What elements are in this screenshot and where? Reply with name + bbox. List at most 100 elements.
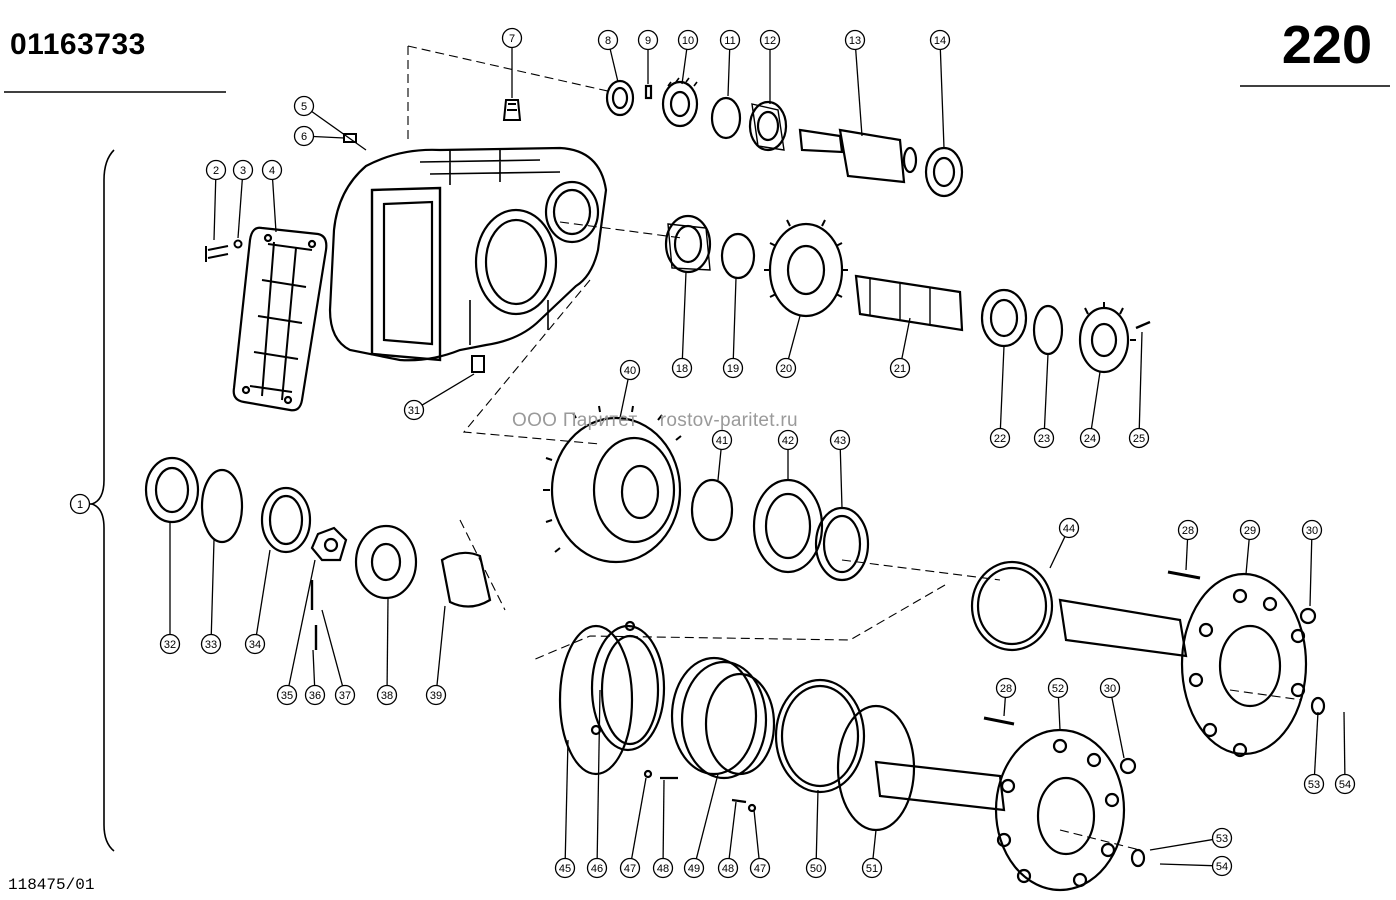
callout-number: 39 bbox=[430, 690, 442, 702]
callout-leader bbox=[631, 777, 647, 859]
callout-number: 31 bbox=[408, 405, 420, 417]
callout-circle bbox=[652, 857, 674, 879]
callout-24: 24 bbox=[1079, 371, 1101, 449]
callout-45: 45 bbox=[554, 739, 576, 879]
callout-40: 40 bbox=[619, 359, 641, 419]
callout-circle bbox=[1177, 519, 1199, 541]
callout-number: 14 bbox=[934, 35, 946, 47]
callout-number: 51 bbox=[866, 863, 878, 875]
callout-54: 54 bbox=[1334, 711, 1356, 795]
page-number: 220 bbox=[1281, 15, 1372, 75]
callout-number: 47 bbox=[624, 863, 636, 875]
callout-43: 43 bbox=[829, 429, 851, 509]
callout-35: 35 bbox=[276, 559, 316, 706]
callout-number: 7 bbox=[509, 33, 515, 45]
callout-circle bbox=[777, 429, 799, 451]
callout-34: 34 bbox=[244, 549, 271, 655]
gear-housing bbox=[328, 146, 608, 362]
callout-7: 7 bbox=[501, 27, 523, 98]
callout-number: 38 bbox=[381, 690, 393, 702]
callout-leader bbox=[1245, 539, 1250, 575]
callout-circle bbox=[637, 29, 659, 51]
callout-47: 47 bbox=[619, 777, 647, 879]
callout-circle bbox=[1303, 773, 1325, 795]
callout-leader bbox=[787, 315, 801, 359]
callout-leader bbox=[839, 449, 843, 509]
callout-number: 34 bbox=[249, 639, 261, 651]
callout-47: 47 bbox=[749, 809, 771, 879]
callout-number: 52 bbox=[1052, 683, 1064, 695]
callout-leader bbox=[1309, 539, 1313, 607]
callout-circle bbox=[232, 159, 254, 181]
output-gear-group bbox=[543, 405, 870, 582]
callout-number: 8 bbox=[605, 35, 611, 47]
callout-5: 5 bbox=[293, 95, 367, 151]
callout-circle bbox=[995, 677, 1017, 699]
callout-number: 9 bbox=[645, 35, 651, 47]
callout-leader bbox=[288, 559, 316, 686]
callout-number: 50 bbox=[810, 863, 822, 875]
callout-53: 53 bbox=[1303, 711, 1325, 795]
counter-shaft-group bbox=[664, 214, 1151, 374]
callout-leader bbox=[681, 49, 688, 85]
plug-31 bbox=[471, 355, 485, 373]
callout-leader bbox=[717, 449, 722, 481]
callout-circle bbox=[722, 357, 744, 379]
callout-44: 44 bbox=[1049, 517, 1080, 569]
callout-25: 25 bbox=[1128, 331, 1150, 449]
callout-leader bbox=[271, 179, 277, 233]
callout-circle bbox=[1334, 773, 1356, 795]
callout-circle bbox=[829, 429, 851, 451]
callout-circle bbox=[1211, 827, 1233, 849]
callout-number: 54 bbox=[1339, 779, 1351, 791]
callout-circle bbox=[1301, 519, 1323, 541]
callout-circle bbox=[1079, 427, 1101, 449]
watermark-company: ООО Паритет bbox=[512, 410, 638, 431]
callout-circle bbox=[293, 125, 315, 147]
callout-number: 47 bbox=[754, 863, 766, 875]
callout-number: 3 bbox=[240, 165, 246, 177]
callout-6: 6 bbox=[293, 125, 345, 147]
callout-number: 1 bbox=[77, 499, 83, 511]
callout-number: 10 bbox=[682, 35, 694, 47]
callout-number: 23 bbox=[1038, 433, 1050, 445]
callout-48: 48 bbox=[717, 801, 739, 879]
callout-circle bbox=[200, 633, 222, 655]
callout-number: 4 bbox=[269, 165, 275, 177]
callout-8: 8 bbox=[597, 29, 619, 83]
callout-leader bbox=[732, 277, 737, 359]
callout-leader bbox=[855, 49, 863, 137]
callout-leader bbox=[815, 789, 819, 859]
callout-leader bbox=[1343, 711, 1346, 775]
callout-number: 11 bbox=[724, 35, 735, 47]
callout-12: 12 bbox=[759, 29, 781, 104]
document-number: 01163733 bbox=[10, 28, 146, 61]
callout-number: 18 bbox=[676, 363, 688, 375]
callout-leader bbox=[564, 739, 569, 859]
callout-circle bbox=[1033, 427, 1055, 449]
callout-9: 9 bbox=[637, 29, 659, 84]
callout-circle bbox=[261, 159, 283, 181]
callout-circle bbox=[403, 399, 425, 421]
callout-circle bbox=[861, 857, 883, 879]
callout-circle bbox=[805, 857, 827, 879]
callout-number: 6 bbox=[301, 131, 307, 143]
callout-circle bbox=[683, 857, 705, 879]
callout-leader bbox=[1149, 838, 1213, 851]
callout-circle bbox=[334, 684, 356, 706]
callout-leader bbox=[1049, 536, 1066, 569]
callout-36: 36 bbox=[304, 649, 326, 706]
callout-circle bbox=[244, 633, 266, 655]
callout-circle bbox=[1128, 427, 1150, 449]
callout-leader bbox=[1111, 697, 1125, 759]
callout-leader bbox=[1313, 711, 1319, 775]
callout-leader bbox=[662, 779, 665, 859]
callout-circle bbox=[1211, 855, 1233, 877]
callout-circle bbox=[554, 857, 576, 879]
callout-circle bbox=[501, 27, 523, 49]
callout-number: 30 bbox=[1104, 683, 1116, 695]
callout-38: 38 bbox=[376, 597, 398, 706]
callout-circle bbox=[711, 429, 733, 451]
